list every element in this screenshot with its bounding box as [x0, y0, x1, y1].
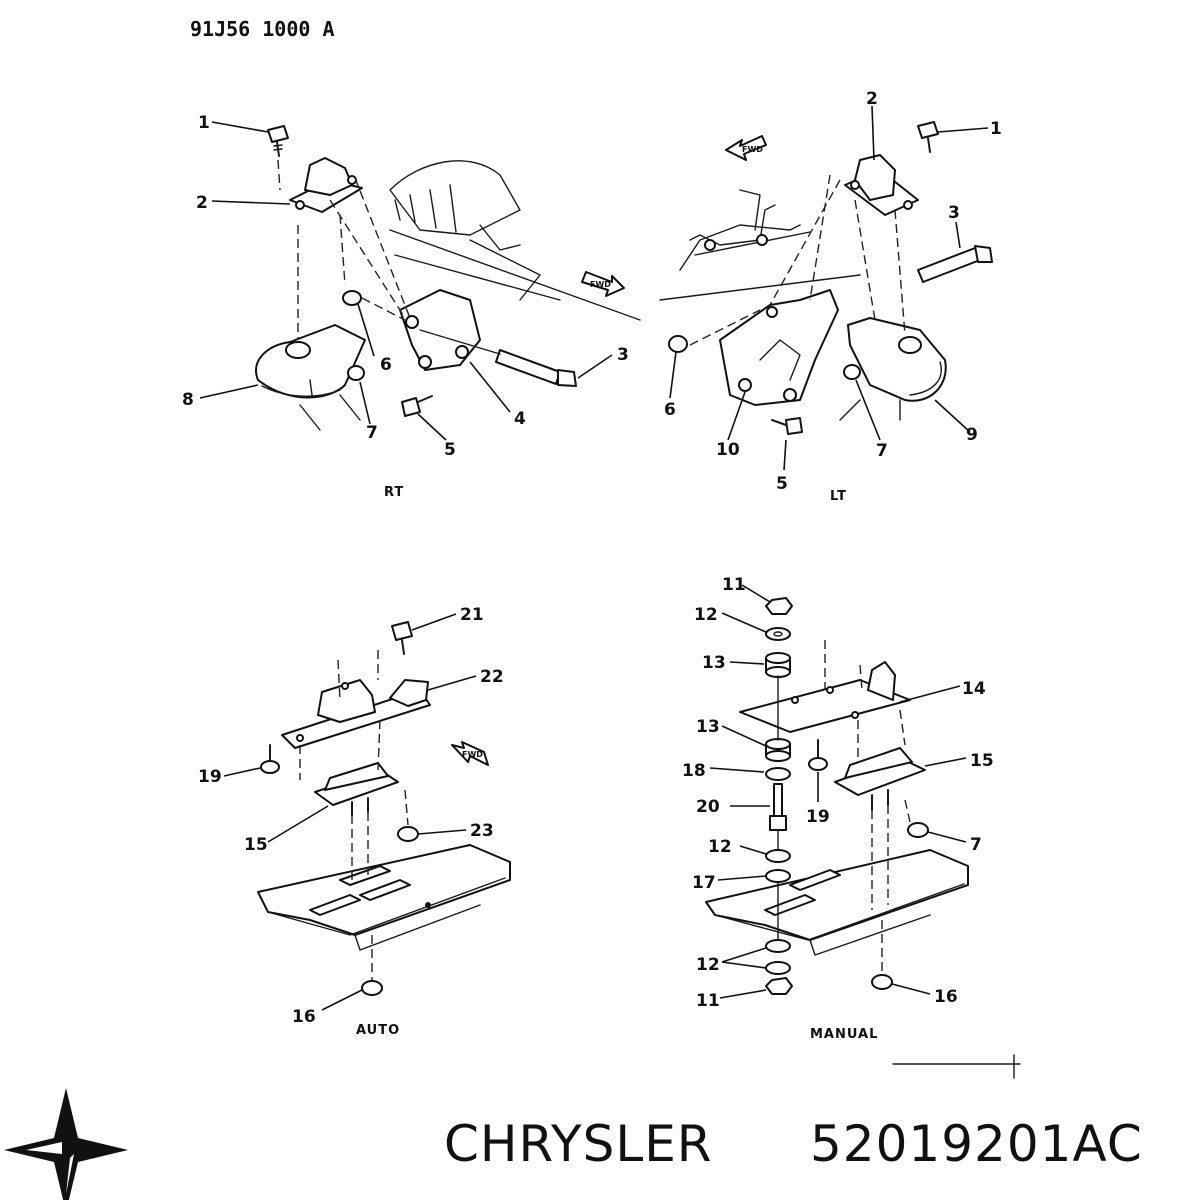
support-bracket — [399, 289, 481, 371]
callout-label: 15 — [244, 835, 268, 855]
washer-icon — [765, 869, 791, 883]
callout-label: 13 — [696, 717, 720, 737]
callout-label: 2 — [196, 193, 208, 213]
washer-icon — [765, 627, 791, 641]
engine-mount-insulator — [255, 324, 366, 399]
washer-icon — [765, 767, 791, 781]
bushing-icon — [765, 652, 791, 678]
callout-label: 1 — [198, 113, 210, 133]
bushing-icon — [765, 738, 791, 762]
callout-label: 15 — [970, 751, 994, 771]
nut-icon — [871, 974, 893, 990]
nut-icon — [843, 364, 861, 380]
callout-label: 14 — [962, 679, 986, 699]
lt-engine-mount-view: FWD — [659, 89, 1002, 504]
nut-icon — [347, 365, 365, 381]
callout-label: 16 — [292, 1007, 316, 1027]
bolt-icon — [391, 621, 413, 655]
nut-icon — [361, 980, 383, 996]
bolt-icon — [771, 417, 803, 435]
nut-icon — [397, 826, 419, 842]
svg-text:FWD: FWD — [590, 280, 611, 289]
view-label-rt: RT — [384, 485, 404, 500]
nut-icon — [907, 822, 929, 838]
bolt-icon — [267, 125, 289, 157]
svg-text:FWD: FWD — [462, 750, 483, 759]
washer-icon — [765, 961, 791, 975]
bolt-icon — [917, 121, 939, 153]
bolt-icon — [808, 739, 828, 771]
callout-label: 7 — [366, 423, 378, 443]
transmission-mount-insulator — [834, 747, 926, 811]
callout-label: 7 — [970, 835, 982, 855]
auto-transmission-mount-view: FWD — [198, 605, 511, 1038]
nut-icon — [765, 597, 793, 615]
callout-label: 23 — [470, 821, 494, 841]
callout-label: 9 — [966, 425, 978, 445]
callout-label: 2 — [866, 89, 878, 109]
fwd-arrow-icon: FWD — [451, 741, 489, 766]
fwd-arrow-icon: FWD — [725, 135, 767, 161]
callout-label: 4 — [514, 409, 526, 429]
brand-name: CHRYSLER — [444, 1115, 713, 1173]
engine-mount-insulator — [847, 317, 947, 402]
callout-label: 18 — [682, 761, 706, 781]
part-number: 52019201AC — [810, 1115, 1143, 1173]
fwd-arrow-icon: FWD — [581, 271, 625, 297]
callout-label: 1 — [990, 119, 1002, 139]
transmission-crossmember — [281, 679, 431, 749]
callout-label: 7 — [876, 441, 888, 461]
callout-label: 13 — [702, 653, 726, 673]
through-bolt-icon — [917, 245, 993, 283]
bolt-icon — [401, 395, 433, 417]
callout-label: 17 — [692, 873, 716, 893]
callout-label: 3 — [948, 203, 960, 223]
drawing-number: 91J56 1000 A — [190, 17, 335, 41]
nut-icon — [342, 290, 362, 306]
callout-label: 5 — [776, 474, 788, 494]
callout-label: 12 — [696, 955, 720, 975]
washer-icon — [765, 849, 791, 863]
callout-label: 10 — [716, 440, 740, 460]
manual-transmission-mount-view: 11 12 13 14 13 18 19 15 20 7 12 17 12 11… — [682, 575, 994, 1042]
svg-text:FWD: FWD — [742, 145, 763, 154]
callout-label: 12 — [694, 605, 718, 625]
bolt-icon — [260, 744, 280, 774]
callout-label: 6 — [380, 355, 392, 375]
rt-engine-mount-view: FWD — [182, 113, 641, 500]
callout-label: 19 — [806, 807, 830, 827]
washer-icon — [765, 939, 791, 953]
view-label-lt: LT — [830, 489, 847, 504]
callout-label: 6 — [664, 400, 676, 420]
callout-label: 3 — [617, 345, 629, 365]
callout-label: 12 — [708, 837, 732, 857]
floor-pan-crossmember — [705, 849, 969, 956]
nut-icon — [765, 977, 793, 995]
callout-label: 22 — [480, 667, 504, 687]
view-label-auto: AUTO — [356, 1023, 400, 1038]
pentastar-icon — [4, 1088, 128, 1200]
callout-label: 8 — [182, 390, 194, 410]
upper-mount-bracket — [289, 157, 363, 213]
through-bolt-icon — [495, 349, 577, 387]
stud-icon — [769, 783, 787, 831]
floor-pan-crossmember — [257, 844, 511, 951]
callout-label: 11 — [722, 575, 746, 595]
upper-mount-bracket — [844, 154, 919, 216]
callout-label: 20 — [696, 797, 720, 817]
callout-label: 16 — [934, 987, 958, 1007]
callout-label: 21 — [460, 605, 484, 625]
support-bracket — [719, 289, 839, 406]
callout-label: 5 — [444, 440, 456, 460]
reference-mark — [892, 1054, 1021, 1079]
callout-label: 19 — [198, 767, 222, 787]
transmission-mount-insulator — [314, 762, 399, 816]
view-label-manual: MANUAL — [810, 1027, 878, 1042]
callout-label: 11 — [696, 991, 720, 1011]
nut-icon — [668, 335, 688, 353]
transmission-crossmember — [739, 661, 911, 733]
